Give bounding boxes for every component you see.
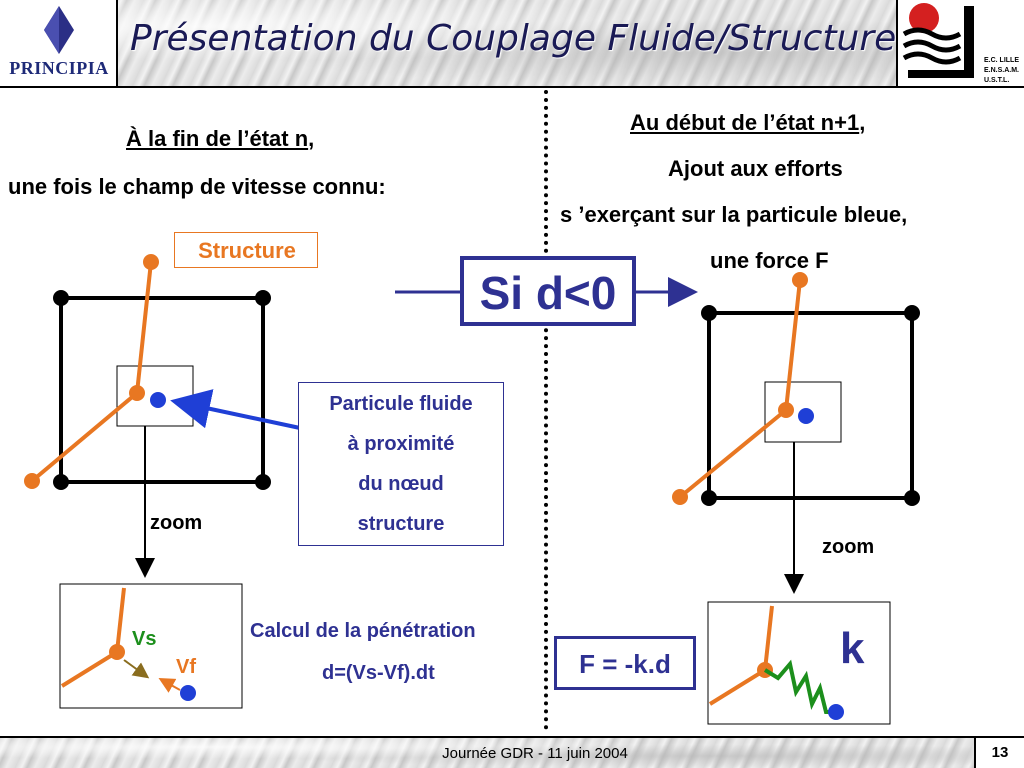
- right-zoom-label: zoom: [822, 536, 875, 558]
- force-formula: F = -k.d: [579, 649, 671, 679]
- right-zoom-detail: [707, 601, 891, 725]
- left-node-top-right: [255, 290, 271, 306]
- partner-wave-icon: [902, 3, 974, 78]
- right-heading-comma: ,: [859, 110, 866, 135]
- penetration-calc-line-2: d=(Vs-Vf).dt: [322, 662, 435, 684]
- particle-line-3: du nœud: [358, 473, 444, 495]
- page-title: Présentation du Couplage Fluide/Structur…: [130, 18, 897, 59]
- vs-vector-arrow: [123, 659, 150, 679]
- particle-pointer-arrow: [170, 389, 301, 430]
- page-number-box: 13: [974, 736, 1024, 768]
- spring-stiffness-label: k: [840, 624, 865, 673]
- right-node-bottom-left: [701, 490, 717, 506]
- partner-logo: [896, 0, 1024, 86]
- penetration-calc-line-1: Calcul de la pénétration: [250, 620, 476, 642]
- vf-vector-arrow: [158, 678, 181, 693]
- structure-label-box: Structure: [174, 232, 318, 268]
- right-node-top-right: [904, 305, 920, 321]
- left-heading: À la fin de l’état n,: [126, 126, 314, 152]
- particle-line-2: à proximité: [347, 433, 455, 455]
- right-node-top-left: [701, 305, 717, 321]
- right-heading-underlined: Au début de l’état n+1: [630, 110, 860, 135]
- right-structure-beam: [672, 272, 808, 505]
- left-node-bottom-left: [53, 474, 69, 490]
- left-detail-particle: [180, 685, 196, 701]
- condition-label: Si d<0: [479, 267, 617, 319]
- right-node-bottom-right: [904, 490, 920, 506]
- condition-box: Si d<0: [460, 256, 636, 326]
- vs-label: Vs: [132, 628, 157, 650]
- header-divider: [0, 86, 1024, 88]
- structure-label: Structure: [198, 238, 296, 263]
- left-fluid-particle: [150, 392, 166, 408]
- left-heading-underlined: À la fin de l’état n: [126, 126, 309, 151]
- left-structure-element: [53, 290, 271, 490]
- principia-diamond-icon: [44, 6, 74, 54]
- partner-line-1: E.C. LILLE: [984, 57, 1019, 64]
- right-line-4: une force F: [710, 248, 829, 273]
- principia-logo: PRINCIPIA: [0, 0, 118, 86]
- left-structure-beam: [24, 254, 159, 489]
- left-heading-comma: ,: [308, 126, 315, 151]
- vf-label: Vf: [176, 656, 196, 678]
- spring-icon: [763, 659, 836, 714]
- right-structure-element: [701, 305, 920, 506]
- particle-line-1: Particule fluide: [329, 393, 473, 415]
- left-zoom-detail: [59, 583, 243, 709]
- center-divider: [544, 90, 548, 730]
- partner-line-3: U.S.T.L.: [984, 77, 1010, 84]
- page-number: 13: [991, 744, 1009, 761]
- partner-line-2: E.N.S.A.M.: [984, 67, 1020, 74]
- particle-line-4: structure: [357, 513, 445, 535]
- left-zoom-label: zoom: [150, 512, 203, 534]
- particle-description-box: Particule fluide à proximité du nœud str…: [298, 382, 504, 546]
- principia-logo-text: PRINCIPIA: [9, 58, 109, 78]
- right-fluid-particle: [798, 408, 814, 424]
- footer-text: Journée GDR - 11 juin 2004: [442, 745, 628, 762]
- left-node-bottom-right: [255, 474, 271, 490]
- right-line-2: Ajout aux efforts: [668, 156, 843, 181]
- force-formula-box: F = -k.d: [554, 636, 696, 690]
- right-line-3: s ’exerçant sur la particule bleue,: [560, 202, 908, 227]
- header-bar: PRINCIPIA Présentation du Couplage Fluid…: [0, 0, 1024, 88]
- left-node-top-left: [53, 290, 69, 306]
- footer-bar: Journée GDR - 11 juin 2004: [0, 736, 1024, 768]
- left-detail-beam: [60, 587, 126, 688]
- right-detail-particle: [828, 704, 844, 720]
- right-heading: Au début de l’état n+1,: [630, 110, 865, 136]
- left-subheading: une fois le champ de vitesse connu:: [8, 174, 386, 199]
